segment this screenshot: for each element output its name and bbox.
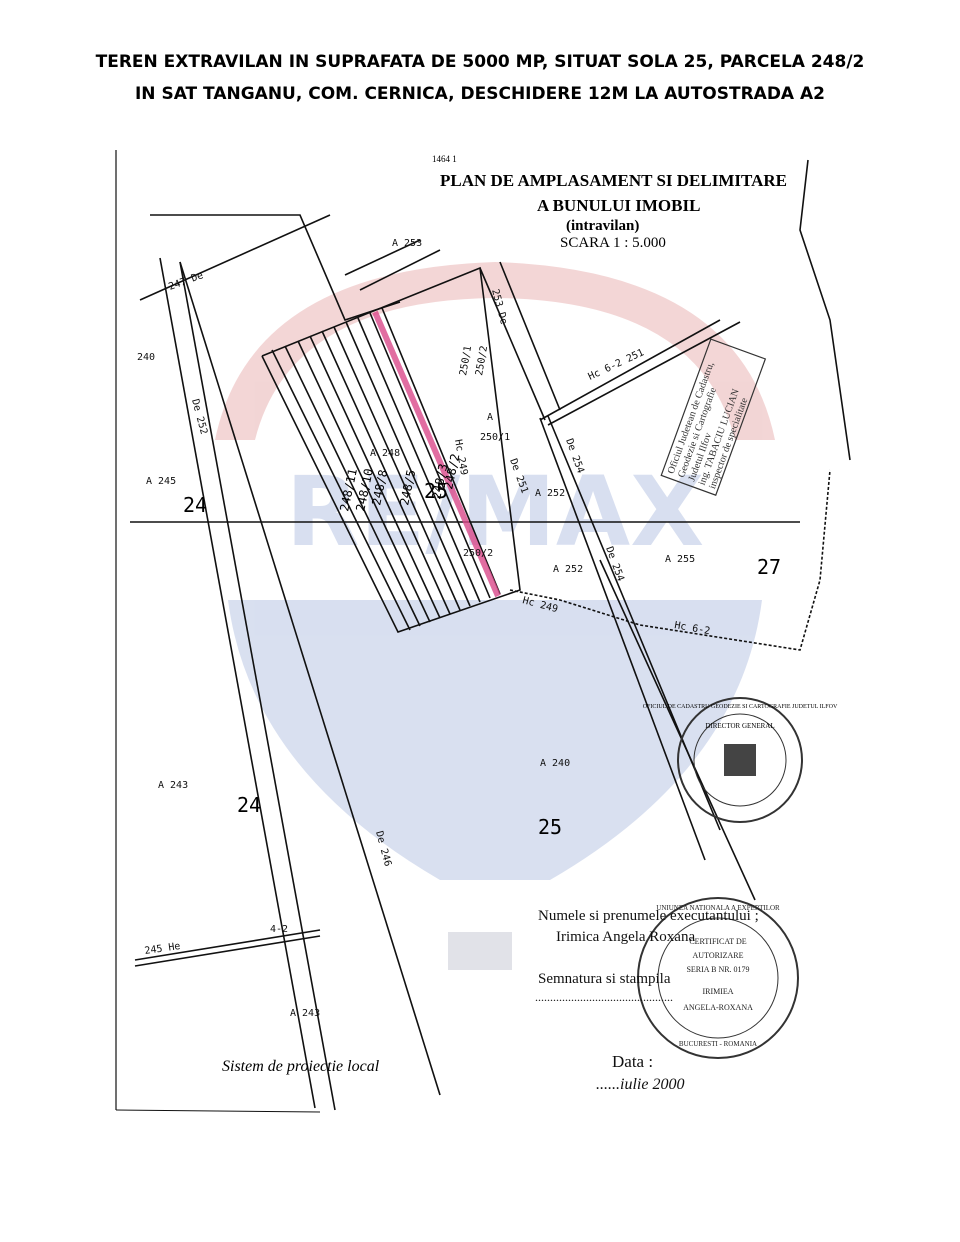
executant-block: Numele si prenumele executantului ; Irim… bbox=[535, 908, 759, 1093]
plan-title-line-1: PLAN DE AMPLASAMENT SI DELIMITARE bbox=[440, 171, 787, 190]
date-value: ......iulie 2000 bbox=[596, 1076, 684, 1093]
sola-24-top: 24 bbox=[183, 493, 207, 517]
label-a252-b: A 252 bbox=[553, 564, 583, 575]
label-a243-bottom: A 243 bbox=[290, 1008, 320, 1019]
label-250-1: 250/1 bbox=[480, 432, 510, 443]
plan-corner-code: 1464 1 bbox=[432, 154, 457, 164]
sola-27: 27 bbox=[757, 555, 781, 579]
signature-dots: ........................................… bbox=[535, 990, 673, 1004]
strip-labels: 248/11 248/10 248/8 248/5 248/3 248/2 bbox=[337, 452, 462, 512]
remax-watermark: RE/MAX bbox=[215, 262, 775, 970]
stamp-round1-ring: OFICIUL DE CADASTRU GEODEZIE SI CARTOGRA… bbox=[643, 704, 838, 710]
label-a252-a: A 252 bbox=[535, 488, 565, 499]
stamp-round-director: DIRECTOR GENERAL OFICIUL DE CADASTRU GEO… bbox=[643, 697, 838, 823]
plan-title-block: PLAN DE AMPLASAMENT SI DELIMITARE A BUNU… bbox=[432, 154, 787, 251]
sola-labels: 24 25 27 24 25 bbox=[183, 479, 781, 839]
remax-basket bbox=[448, 932, 512, 970]
stamp-auth-line-4: IRIMIEA bbox=[702, 987, 733, 996]
remax-balloon-top bbox=[215, 262, 775, 440]
label-245-he: 245 He bbox=[144, 941, 181, 957]
sola-25-top: 25 bbox=[424, 479, 448, 503]
label-a255: A 255 bbox=[665, 554, 695, 565]
label-he4-2: 4-2 bbox=[270, 924, 288, 935]
label-240: 240 bbox=[137, 352, 155, 363]
label-a248: A 248 bbox=[370, 448, 400, 459]
stamp-auth-ring-top: UNIUNEA NATIONALA A EXPERTILOR bbox=[656, 904, 780, 912]
projection-system-note: Sistem de proiectie local bbox=[222, 1058, 380, 1075]
date-label: Data : bbox=[612, 1052, 653, 1071]
parcel-248-2-highlight bbox=[372, 310, 501, 598]
plan-title-line-2: A BUNULUI IMOBIL bbox=[537, 196, 700, 215]
label-a240-bottom: A 240 bbox=[540, 758, 570, 769]
stamp-auth-line-5: ANGELA-ROXANA bbox=[683, 1003, 753, 1012]
plan-title-line-3: (intravilan) bbox=[566, 218, 639, 234]
executant-name: Irimica Angela Roxana bbox=[556, 929, 695, 945]
listing-title-line-2: IN SAT TANGANU, COM. CERNICA, DESCHIDERE… bbox=[134, 84, 825, 104]
sola-24-bottom: 24 bbox=[237, 793, 261, 817]
label-a245: A 245 bbox=[146, 476, 176, 487]
stamp-auth-line-1: CERTIFICAT DE bbox=[689, 937, 746, 946]
stamp-auth-line-3: SERIA B NR. 0179 bbox=[686, 965, 749, 974]
label-247-de: 247 De bbox=[167, 270, 205, 293]
label-col-250-1: 250/1 bbox=[458, 345, 474, 377]
label-a250-sign: A bbox=[487, 412, 493, 423]
plan-scale: SCARA 1 : 5.000 bbox=[560, 235, 666, 251]
executant-label: Numele si prenumele executantului ; bbox=[538, 908, 759, 924]
label-col-250-2: 250/2 bbox=[474, 345, 490, 377]
stamp-round1-center: DIRECTOR GENERAL bbox=[705, 722, 774, 730]
label-a243-mid: A 243 bbox=[158, 780, 188, 791]
stamp-auth-line-2: AUTORIZARE bbox=[693, 951, 744, 960]
stamp-cadastre-frame bbox=[660, 338, 767, 496]
label-253: A 253 bbox=[392, 238, 422, 249]
stamp-round-authorization: UNIUNEA NATIONALA A EXPERTILOR CERTIFICA… bbox=[637, 897, 799, 1059]
remax-balloon-bottom bbox=[228, 600, 762, 880]
remax-wordmark: RE/MAX bbox=[286, 456, 704, 568]
signature-label: Semnatura si stampila bbox=[538, 971, 671, 987]
sola-25-bottom: 25 bbox=[538, 815, 562, 839]
stamp-emblem bbox=[724, 744, 756, 776]
label-250-2: 250/2 bbox=[463, 548, 493, 559]
stamp-auth-ring-bottom: BUCURESTI - ROMANIA bbox=[679, 1040, 757, 1048]
listing-title-line-1: TEREN EXTRAVILAN IN SUPRAFATA DE 5000 MP… bbox=[95, 52, 865, 72]
